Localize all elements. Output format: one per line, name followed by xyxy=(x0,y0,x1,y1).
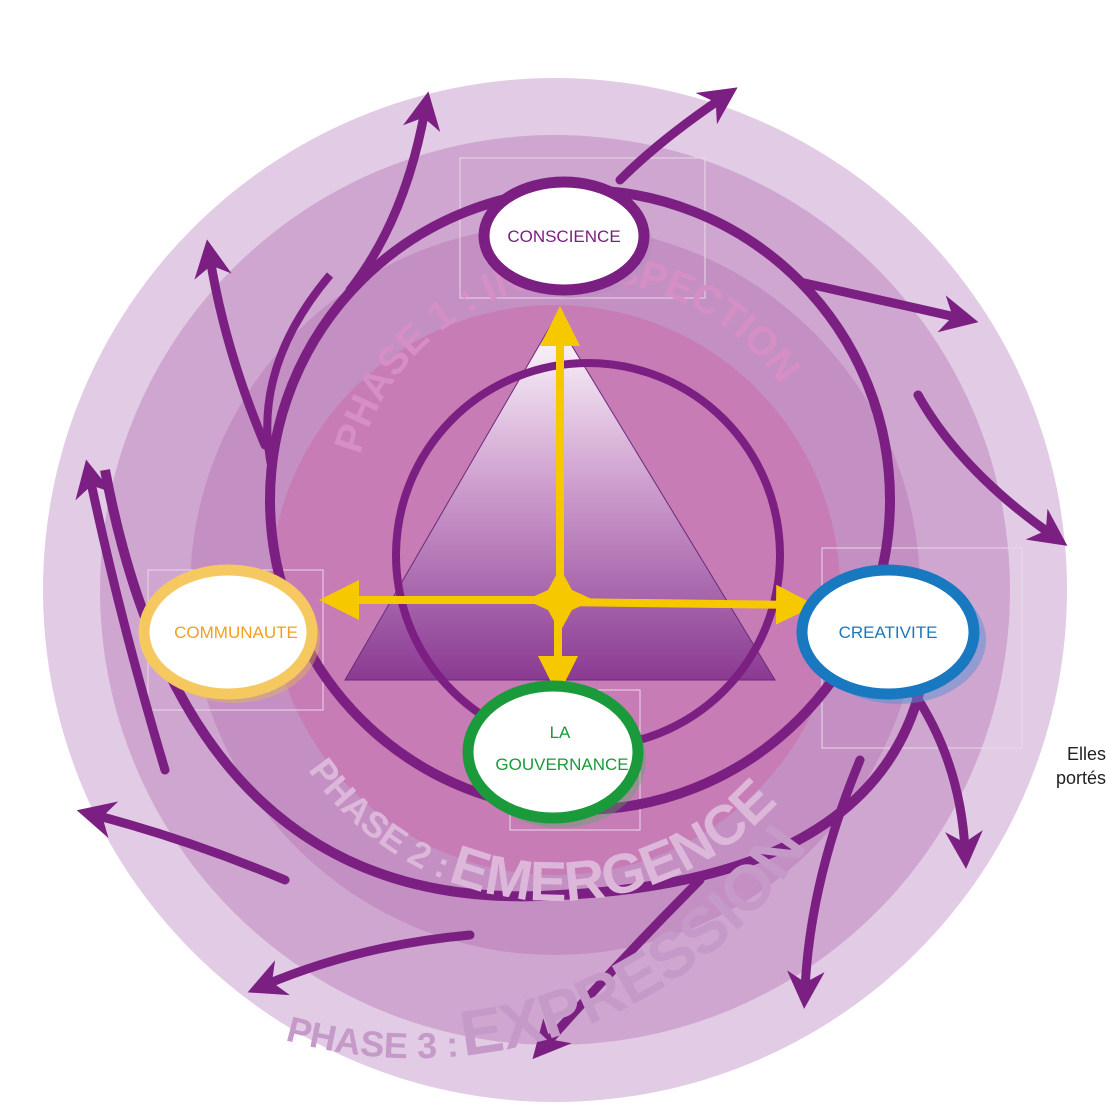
node-conscience-label: CONSCIENCE xyxy=(507,227,620,246)
node-gouvernance-ring xyxy=(462,680,644,824)
node-conscience: CONSCIENCE xyxy=(478,176,652,298)
node-gouvernance-line2: GOUVERNANCE xyxy=(495,755,628,774)
arrow-out-7 xyxy=(247,930,475,996)
arrow-out-9 xyxy=(75,459,170,775)
axis-right xyxy=(559,584,816,625)
axis-center-star xyxy=(526,568,594,632)
arrow-out-2 xyxy=(795,277,979,333)
node-creativite-label: CREATIVITE xyxy=(839,623,938,642)
node-communaute: COMMUNAUTE xyxy=(138,564,320,703)
arrow-out-1 xyxy=(615,87,738,185)
arrow-out-5 xyxy=(786,755,865,1009)
side-text-line2: portés xyxy=(1055,768,1106,788)
node-conscience-ring xyxy=(478,176,650,296)
node-gouvernance: LA GOUVERNANCE xyxy=(462,680,646,828)
guide-rect xyxy=(459,157,706,299)
arrow-out-10 xyxy=(194,239,270,450)
node-creativite: CREATIVITE xyxy=(796,564,986,704)
arrow-out-8 xyxy=(76,801,290,885)
arrow-out-6 xyxy=(532,875,705,1060)
node-communaute-label: COMMUNAUTE xyxy=(174,623,298,642)
arrow-out-11 xyxy=(345,91,441,295)
lower-cycle-arc xyxy=(100,469,925,902)
side-text: Elles portés xyxy=(1026,742,1106,790)
node-creativite-ring xyxy=(796,564,980,700)
arrow-out-3 xyxy=(913,390,1068,546)
node-gouvernance-line1: LA xyxy=(550,723,571,742)
side-text-line1: Elles xyxy=(1066,744,1106,764)
outward-arrows xyxy=(75,87,1068,1060)
node-communaute-ring xyxy=(138,564,318,700)
arrow-out-4 xyxy=(907,685,983,869)
